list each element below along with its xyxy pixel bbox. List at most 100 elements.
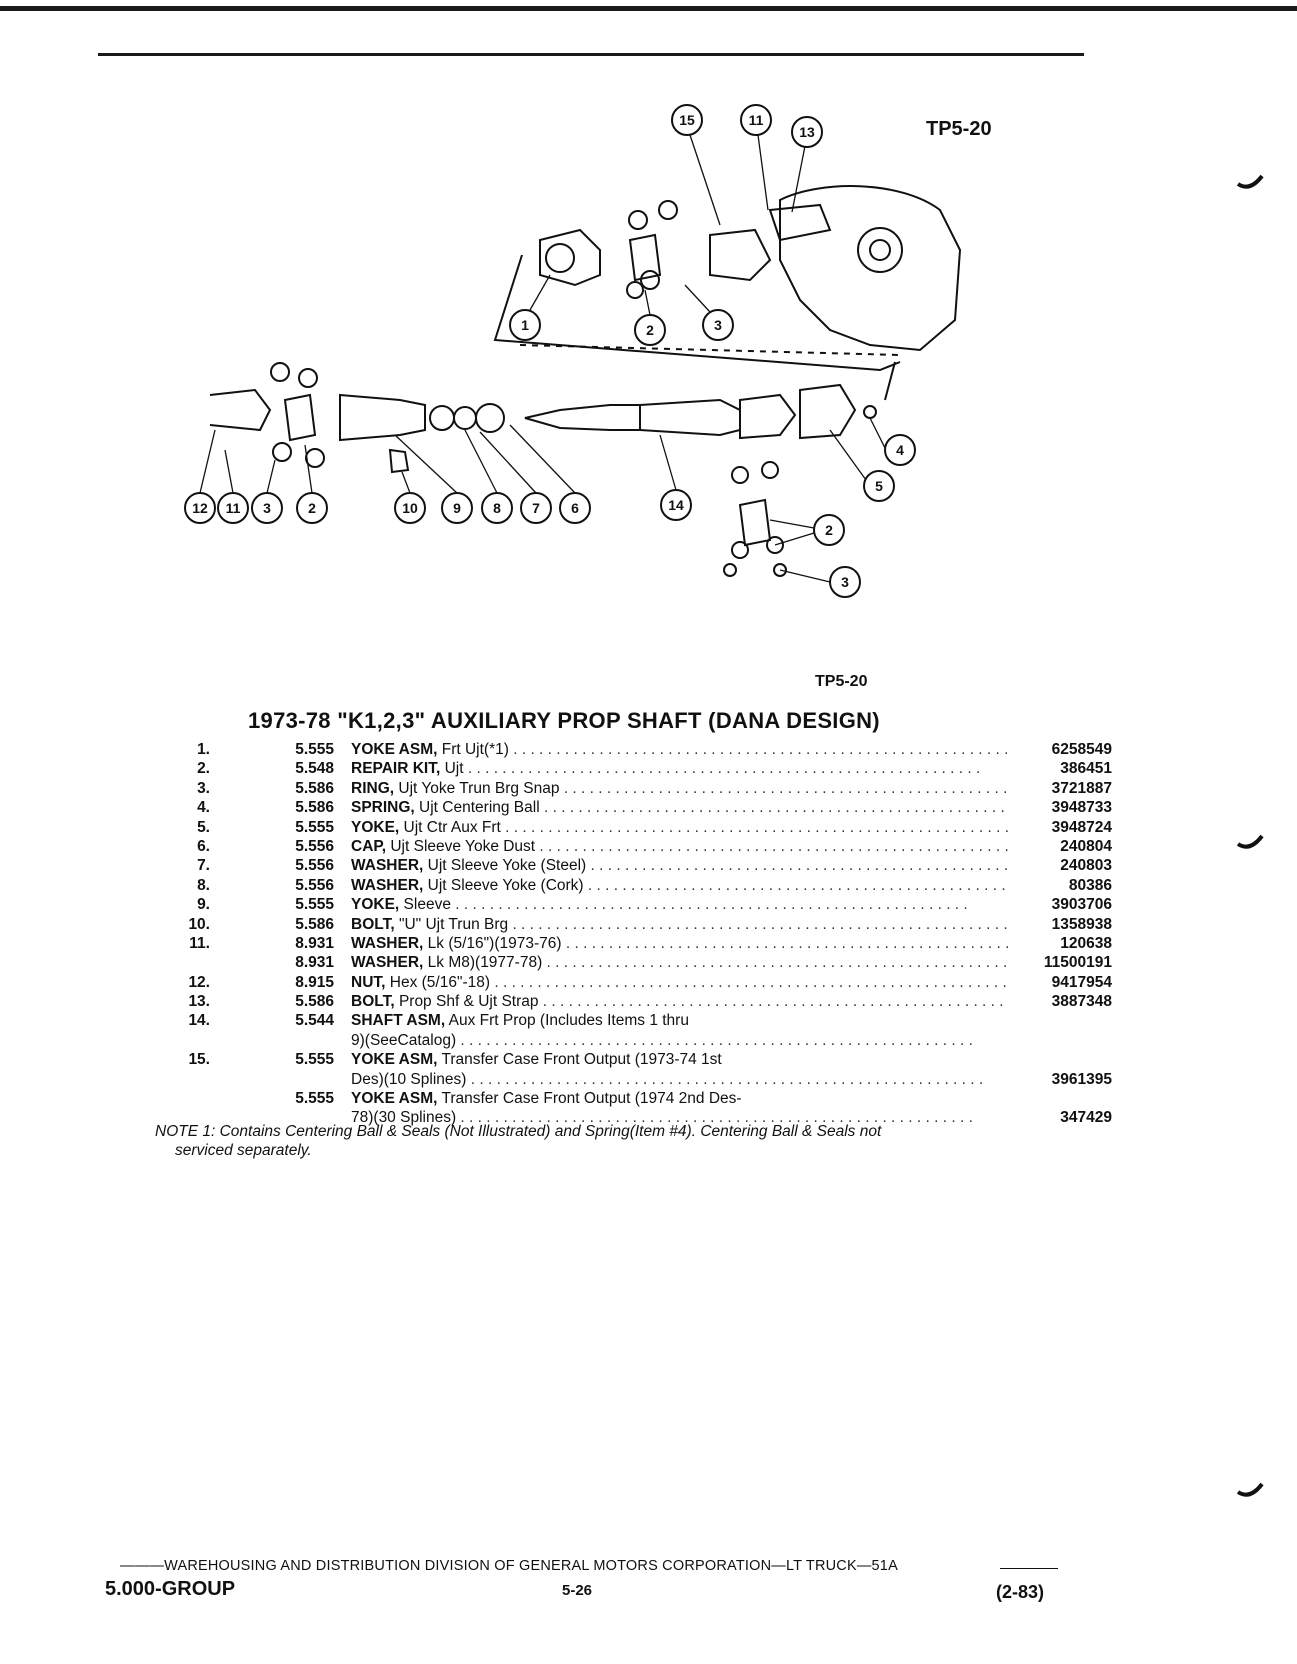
group-number: 5.548 — [295, 760, 334, 778]
leader-dots: . . . . . . . . . . . . . . . . . . . . … — [466, 1070, 984, 1088]
part-detail: Hex (5/16"-18) — [389, 973, 491, 991]
callout-15 — [671, 104, 703, 136]
part-detail: Ujt Centering Ball — [419, 799, 540, 817]
item-number: 11. — [189, 934, 210, 952]
part-name: WASHER, — [351, 954, 424, 972]
figure-code-top: TP5-20 — [926, 118, 992, 140]
parts-row: 15. 5.555 YOKE ASM, Transfer Case Front Ou… — [150, 1050, 1080, 1069]
group-number: 5.555 — [295, 1090, 334, 1108]
ujoint-cross-right — [738, 498, 772, 547]
part-detail: Lk (5/16")(1973-76) — [427, 934, 562, 952]
parts-row: 6. 5.556 CAP, Ujt Sleeve Yoke Dust . . . .… — [150, 837, 1112, 856]
part-name: WASHER, — [351, 876, 424, 894]
part-description: CAP, Ujt Sleeve Yoke Dust . . . . . . . … — [351, 837, 1009, 856]
leader-dots: . . . . . . . . . . . . . . . . . . . . … — [542, 954, 1009, 972]
part-description: REPAIR KIT, Ujt . . . . . . . . . . . . … — [351, 759, 1009, 778]
margin-mark-icon — [1236, 174, 1264, 189]
part-detail: Aux Frt Prop (Includes Items 1 thru — [448, 1012, 689, 1030]
part-number: 3721887 — [1051, 779, 1112, 797]
part-number: 3961395 — [1051, 1070, 1112, 1088]
group-number: 5.555 — [295, 1051, 334, 1069]
group-number: 5.555 — [295, 896, 334, 914]
part-name: SPRING, — [351, 799, 415, 817]
item-number: 6. — [197, 837, 210, 855]
center-yoke — [739, 393, 797, 440]
part-name: YOKE, — [351, 896, 400, 914]
callout-2b-label: 2 — [308, 500, 316, 516]
part-detail: Ujt Sleeve Yoke (Steel) — [427, 857, 587, 875]
callout-6-label: 6 — [571, 500, 579, 516]
item-number: 4. — [197, 799, 210, 817]
leader-dots: . . . . . . . . . . . . . . . . . . . . … — [456, 1109, 973, 1127]
parts-row: 9)(SeeCatalog) . . . . . . . . . . . . .… — [150, 1031, 1080, 1050]
leader-dots: . . . . . . . . . . . . . . . . . . . . … — [538, 993, 1009, 1011]
part-detail: Transfer Case Front Output (1974 2nd Des… — [441, 1090, 742, 1108]
part-description: RING, Ujt Yoke Trun Brg Snap . . . . . .… — [351, 779, 1009, 798]
dust-cap — [429, 405, 455, 431]
part-detail: Transfer Case Front Output (1973-74 1st — [441, 1051, 722, 1069]
callout-2-right — [813, 514, 845, 546]
callout-3-label: 3 — [714, 317, 722, 333]
group-number: 5.586 — [295, 993, 334, 1011]
footnote: NOTE 1: Contains Centering Ball & Seals … — [155, 1122, 1095, 1160]
callout-1-label: 1 — [521, 317, 529, 333]
part-number: 1358938 — [1051, 915, 1112, 933]
callout-9-label: 9 — [453, 500, 461, 516]
phantom-line — [519, 344, 901, 356]
u-bolt — [388, 448, 410, 474]
rear-yoke — [209, 388, 272, 432]
footnote-line-2: serviced separately. — [175, 1142, 312, 1159]
part-detail: Ujt Ctr Aux Frt — [403, 818, 501, 836]
group-number: 5.586 — [295, 799, 334, 817]
part-description: Des)(10 Splines) . . . . . . . . . . . .… — [351, 1070, 1009, 1089]
item-number: 10. — [188, 915, 210, 933]
part-description: WASHER, Ujt Sleeve Yoke (Steel) . . . . … — [351, 856, 1009, 875]
part-description: YOKE, Ujt Ctr Aux Frt . . . . . . . . . … — [351, 818, 1009, 837]
group-number: 5.556 — [295, 837, 334, 855]
transfer-case-housing — [779, 185, 962, 352]
leader-dots: . . . . . . . . . . . . . . . . . . . . … — [590, 857, 1010, 875]
part-number: 347429 — [1060, 1109, 1112, 1127]
part-detail: Ujt Sleeve Yoke (Cork) — [427, 876, 584, 894]
part-detail: Prop Shf & Ujt Strap — [398, 993, 539, 1011]
washer-cork — [475, 403, 505, 433]
leader-dots: . . . . . . . . . . . . . . . . . . . . … — [456, 1031, 973, 1049]
part-description: WASHER, Lk M8)(1977-78) . . . . . . . . … — [351, 953, 1009, 972]
part-number: 3948733 — [1051, 799, 1112, 817]
part-name: WASHER, — [351, 857, 424, 875]
callout-4-label: 4 — [896, 442, 904, 458]
leader-dots: . . . . . . . . . . . . . . . . . . . . … — [508, 915, 1009, 933]
part-number: 6258549 — [1051, 741, 1112, 758]
callout-13-label: 13 — [799, 124, 815, 140]
part-name: YOKE ASM, — [351, 741, 438, 758]
sleeve-yoke — [339, 393, 426, 442]
item-number: 7. — [197, 857, 210, 875]
part-name: YOKE ASM, — [351, 1051, 438, 1069]
part-detail: "U" Ujt Trun Brg — [398, 915, 509, 933]
part-number: 386451 — [1060, 760, 1112, 778]
part-number: 9417954 — [1051, 973, 1112, 991]
part-detail: Frt Ujt(*1) — [441, 741, 509, 758]
part-name: REPAIR KIT, — [351, 760, 441, 778]
callout-4 — [884, 434, 916, 466]
ujoint-cross-left — [283, 393, 317, 442]
part-name: BOLT, — [351, 993, 395, 1011]
item-number: 15. — [188, 1051, 210, 1069]
callout-3c-label: 3 — [841, 574, 849, 590]
part-detail: 78)(30 Splines) — [351, 1109, 457, 1127]
part-description: YOKE ASM, Frt Ujt(*1) . . . . . . . . . … — [351, 740, 1009, 759]
part-name: NUT, — [351, 973, 386, 991]
part-detail: Lk M8)(1977-78) — [427, 954, 543, 972]
part-number: 3948724 — [1051, 818, 1112, 836]
callout-3-top — [702, 309, 734, 341]
item-number: 1. — [197, 741, 210, 758]
callout-1 — [509, 309, 541, 341]
part-detail: Ujt Sleeve Yoke Dust — [390, 837, 536, 855]
part-number: 240803 — [1060, 857, 1112, 875]
